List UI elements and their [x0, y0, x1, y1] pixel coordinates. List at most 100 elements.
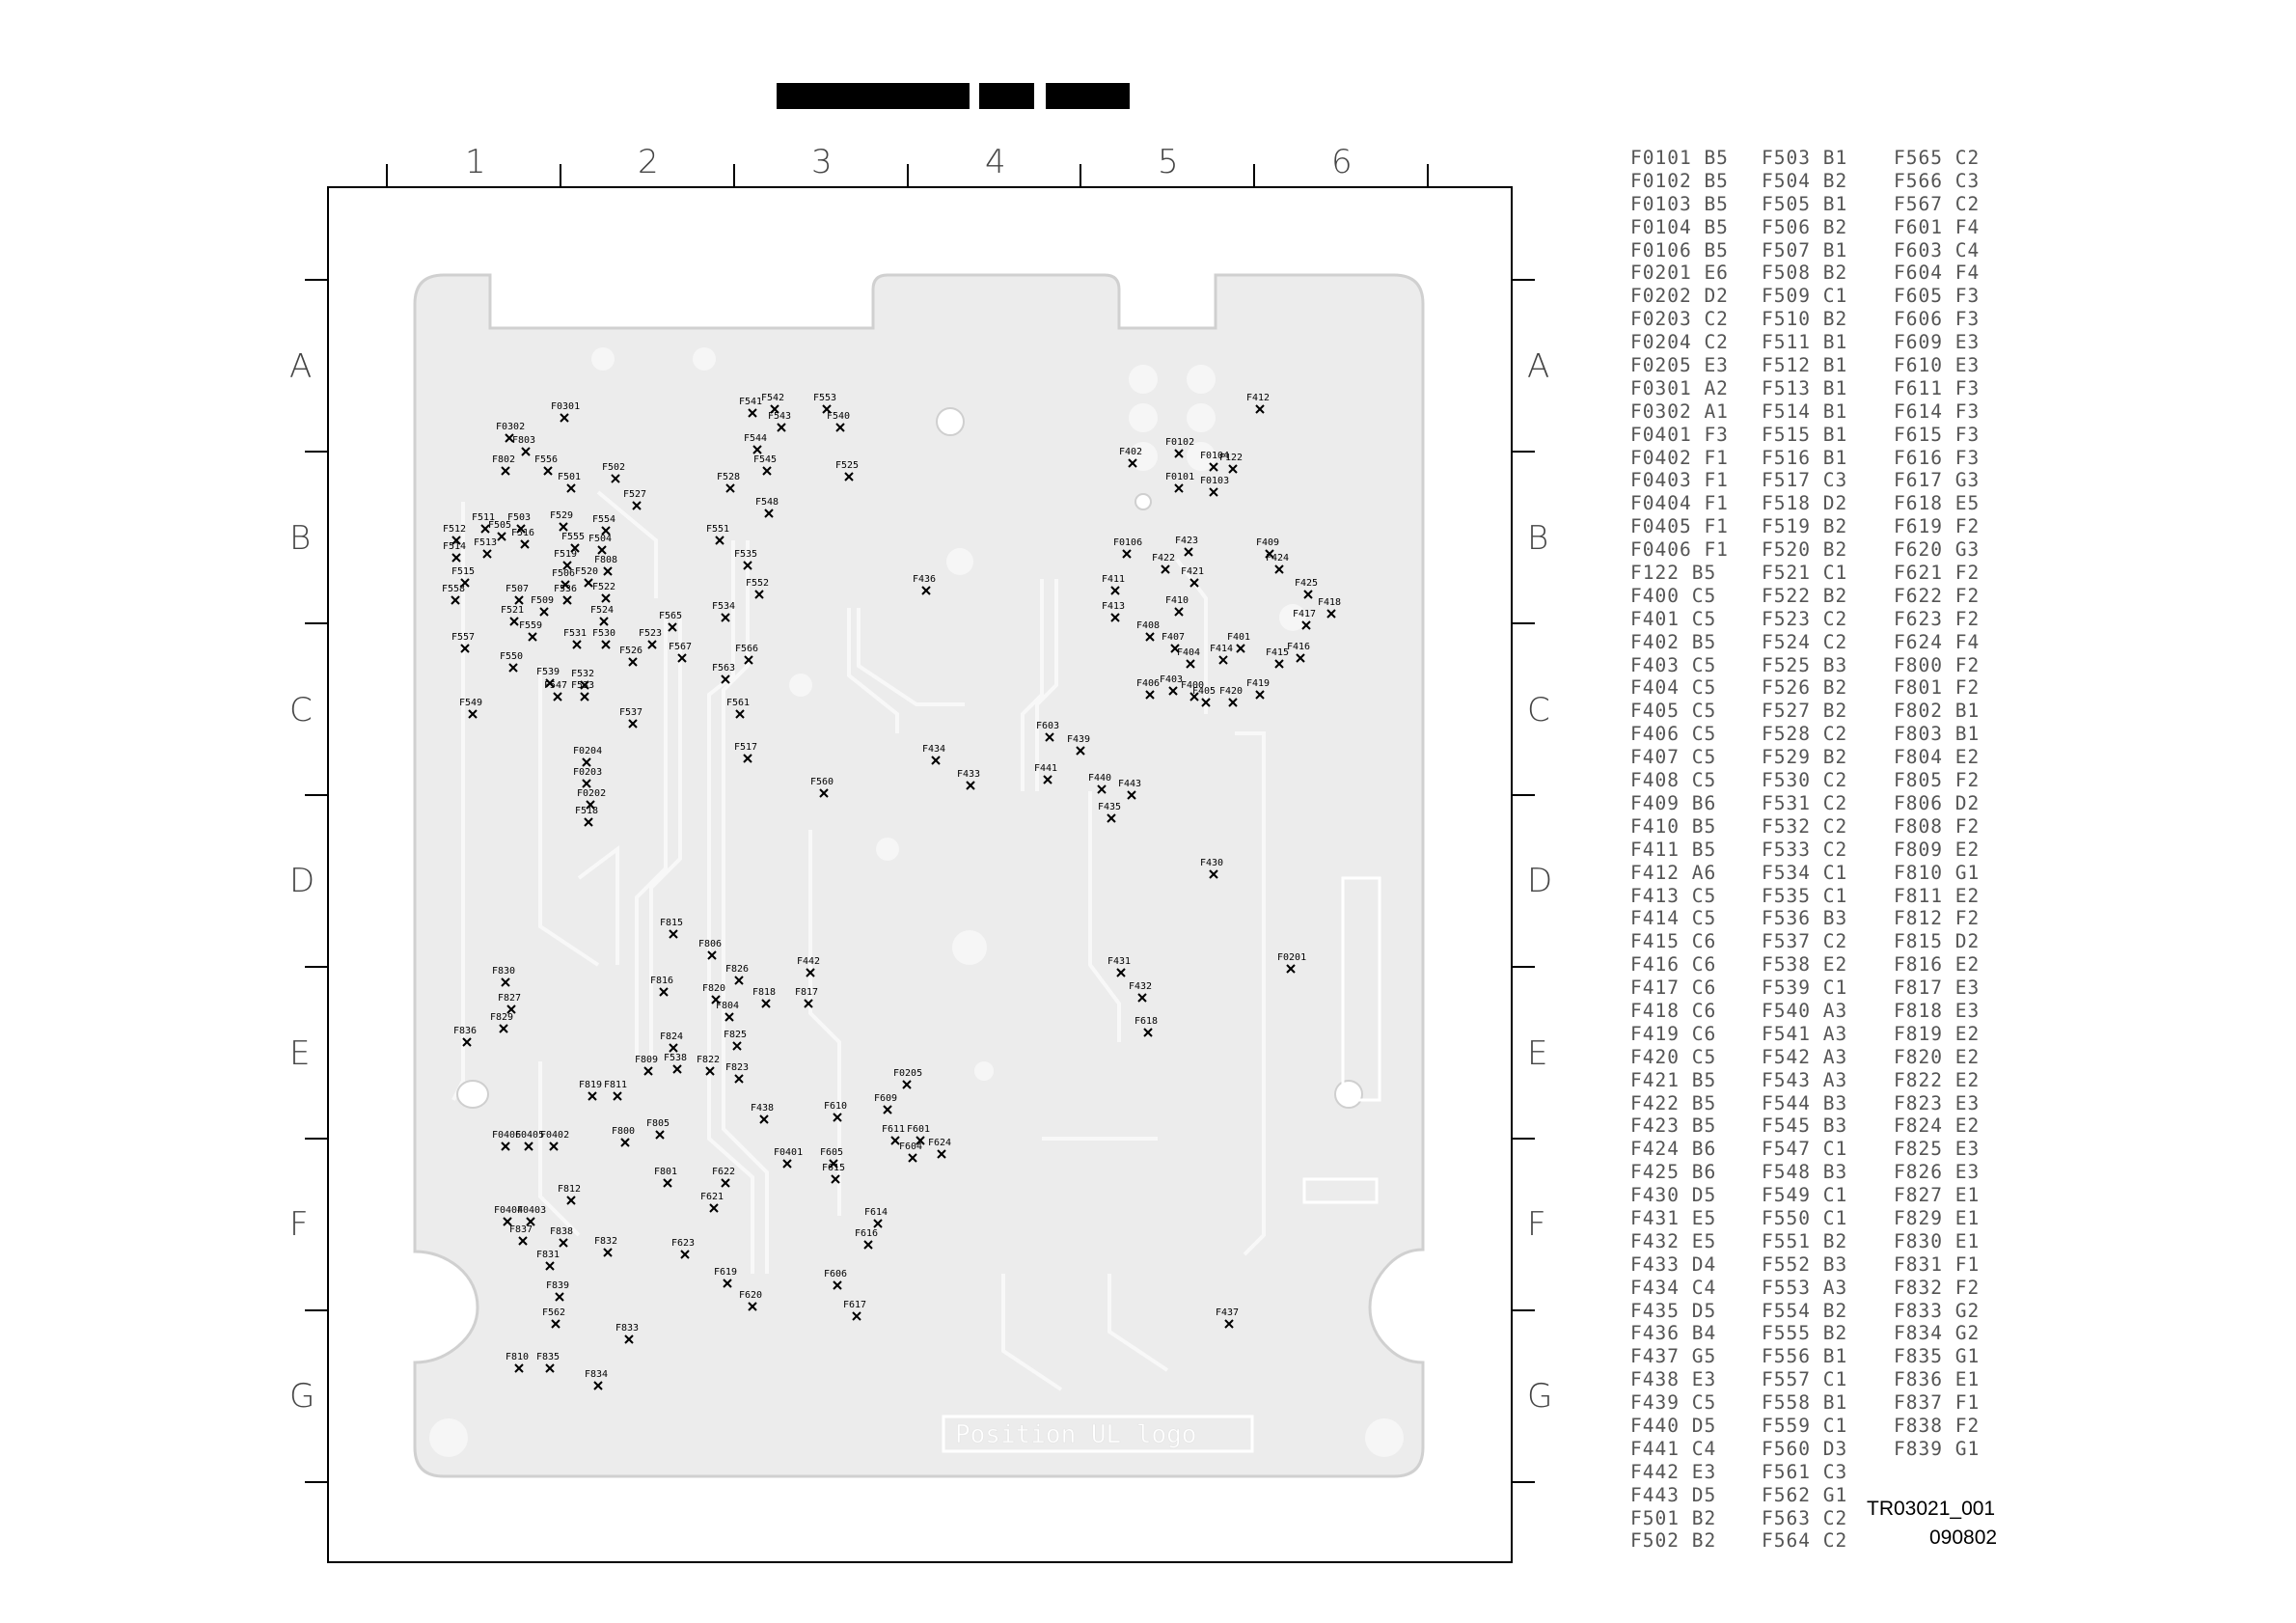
test-point-label: F410	[1165, 595, 1189, 606]
test-point-label: F515	[451, 566, 475, 577]
legend-entry: F433 D4	[1630, 1252, 1717, 1276]
legend-entry: F809 E2	[1894, 838, 1981, 861]
test-point-f819: F819	[579, 1080, 602, 1101]
test-point-label: F545	[753, 454, 777, 465]
test-point-f552: F552	[746, 578, 769, 599]
test-point-label: F434	[922, 744, 945, 755]
test-point-f826: F826	[725, 964, 749, 985]
legend-entry: F437 G5	[1630, 1345, 1717, 1368]
test-point-label: F827	[498, 993, 521, 1004]
legend-entry: F557 C1	[1762, 1368, 1848, 1391]
legend-entry: F518 D2	[1762, 492, 1848, 515]
test-point-label: F839	[546, 1280, 569, 1291]
test-point-f833: F833	[615, 1323, 639, 1344]
test-point-f558: F558	[442, 584, 465, 605]
legend-entry: F622 F2	[1894, 584, 1981, 607]
test-point-label: F520	[575, 566, 598, 577]
legend-entry: F408 C5	[1630, 769, 1717, 792]
legend-entry: F530 C2	[1762, 769, 1848, 792]
test-point-f562: F562	[542, 1307, 565, 1329]
test-point-label: F603	[1036, 721, 1059, 731]
legend-entry: F621 F2	[1894, 562, 1981, 585]
test-point-f423: F423	[1175, 536, 1198, 557]
legend-entry: F421 B5	[1630, 1068, 1717, 1091]
test-point-f425: F425	[1295, 578, 1318, 599]
test-point-label: F532	[571, 669, 594, 679]
test-point-label: F530	[592, 628, 615, 639]
test-point-f802: F802	[492, 454, 515, 476]
test-point-f529: F529	[550, 510, 573, 532]
legend-entry: F618 E5	[1894, 492, 1981, 515]
test-point-f0201: F0201	[1277, 952, 1306, 974]
legend-entry: F405 C5	[1630, 700, 1717, 723]
test-point-label: F431	[1107, 956, 1131, 967]
test-point-f811: F811	[604, 1080, 627, 1101]
legend-entry: F418 C6	[1630, 999, 1717, 1022]
test-point-label: F542	[761, 393, 784, 403]
test-point-label: F556	[534, 454, 558, 465]
legend-entry: F539 C1	[1762, 977, 1848, 1000]
test-point-label: F624	[928, 1138, 951, 1148]
test-point-f443: F443	[1118, 779, 1141, 800]
legend-entry: F811 E2	[1894, 884, 1981, 907]
test-point-label: F0406	[492, 1130, 521, 1141]
test-point-f561: F561	[726, 698, 750, 719]
test-point-f415: F415	[1266, 647, 1289, 669]
test-point-f433: F433	[957, 769, 980, 790]
test-point-label: F503	[507, 512, 531, 523]
test-point-label: F601	[907, 1124, 930, 1135]
test-point-label: F825	[724, 1030, 747, 1040]
legend-entry: F615 F3	[1894, 423, 1981, 446]
grid-row-g-left: G	[289, 1377, 315, 1416]
test-point-f604: F604	[899, 1142, 922, 1163]
test-point-f606: F606	[824, 1269, 847, 1290]
test-point-f0102: F0102	[1165, 437, 1194, 458]
test-point-label: F514	[443, 541, 466, 552]
test-point-f557: F557	[451, 632, 475, 653]
legend-entry: F435 D5	[1630, 1299, 1717, 1322]
test-point-label: F547	[544, 680, 567, 691]
grid-col-3: 3	[811, 143, 833, 181]
legend-entry: F400 C5	[1630, 584, 1717, 607]
test-point-label: F549	[459, 698, 482, 708]
test-point-label: F826	[725, 964, 749, 975]
test-point-f0404: F0404	[494, 1205, 523, 1226]
test-point-label: F417	[1293, 609, 1316, 619]
test-point-label: F619	[714, 1267, 737, 1278]
legend-entry: F601 F4	[1894, 215, 1981, 238]
board-frame	[327, 186, 1513, 1563]
legend-entry: F439 C5	[1630, 1391, 1717, 1415]
test-point-f421: F421	[1181, 566, 1204, 588]
grid-row-a-left: A	[289, 347, 313, 386]
test-point-label: F614	[864, 1207, 888, 1218]
test-point-label: F554	[592, 514, 615, 525]
legend-entry: F414 C5	[1630, 907, 1717, 930]
test-point-f402: F402	[1119, 447, 1142, 468]
test-point-label: F527	[623, 489, 646, 500]
legend-entry: F802 B1	[1894, 700, 1981, 723]
test-point-label: F517	[734, 742, 757, 753]
test-point-f553: F553	[813, 393, 836, 414]
test-point-f503: F503	[507, 512, 531, 534]
test-point-f400: F400	[1181, 680, 1204, 701]
test-point-f817: F817	[795, 987, 818, 1008]
legend-entry: F818 E3	[1894, 999, 1981, 1022]
test-point-f823: F823	[725, 1062, 749, 1084]
test-point-label: F832	[594, 1236, 617, 1247]
legend-entry: F558 B1	[1762, 1391, 1848, 1415]
test-point-f616: F616	[855, 1228, 878, 1250]
legend-entry: F422 B5	[1630, 1091, 1717, 1114]
test-point-label: F507	[506, 584, 529, 594]
legend-entry: F502 B2	[1630, 1529, 1717, 1553]
test-point-f533: F533	[571, 680, 594, 701]
test-point-label: F505	[488, 520, 511, 531]
legend-entry: F603 C4	[1894, 238, 1981, 261]
test-point-label: F605	[820, 1147, 843, 1158]
grid-row-e-left: E	[289, 1034, 311, 1073]
test-point-f0106: F0106	[1113, 537, 1142, 559]
test-point-f541: F541	[739, 397, 762, 418]
test-point-f407: F407	[1162, 632, 1185, 653]
drawing-id: TR03021_001	[1867, 1498, 1996, 1520]
test-point-label: F401	[1227, 632, 1250, 643]
legend-entry: F836 E1	[1894, 1368, 1981, 1391]
